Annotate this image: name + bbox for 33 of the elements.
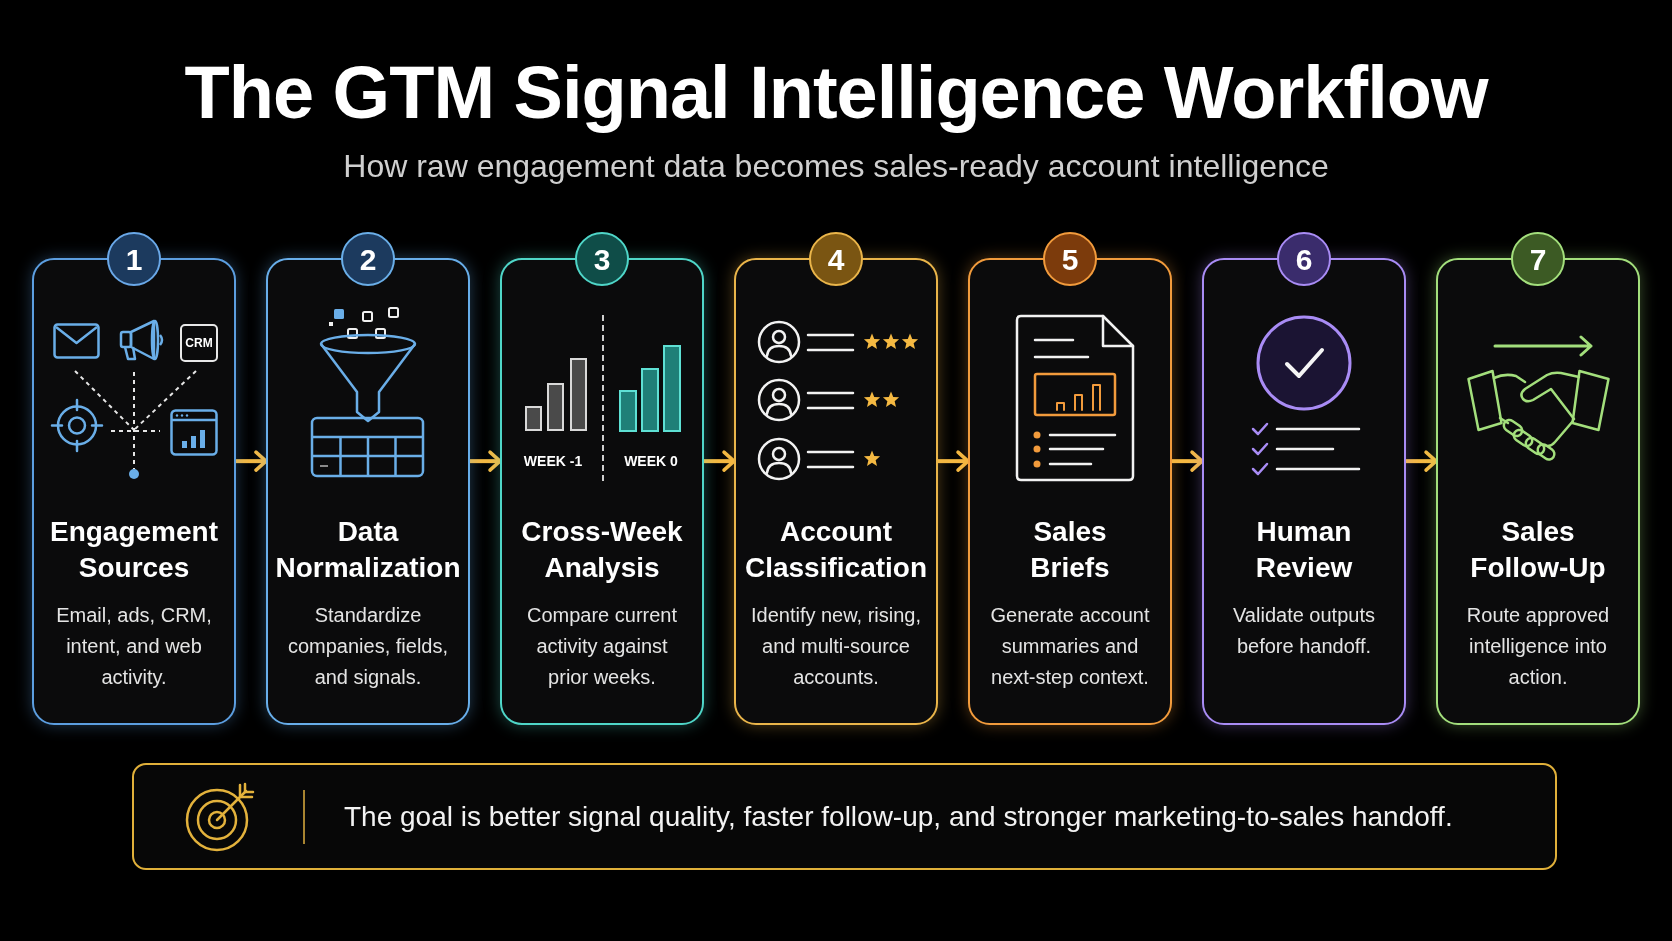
step-title: Account Classification xyxy=(743,515,929,585)
step-description: Compare current activity against prior weeks. xyxy=(525,603,679,690)
arrow xyxy=(1406,450,1438,472)
step-title: Sales Follow-Up xyxy=(1469,515,1607,585)
step-number-badge: 7 xyxy=(1511,232,1565,286)
step-number-badge: 1 xyxy=(107,232,161,286)
goal-banner xyxy=(132,763,1557,870)
arrow xyxy=(1172,450,1204,472)
step-title: Sales Briefs xyxy=(1029,515,1111,585)
arrow xyxy=(470,450,502,472)
step-description: Standardize companies, fields, and signals. xyxy=(286,603,450,690)
crm-tag: CRM xyxy=(180,324,218,362)
arrow xyxy=(704,450,736,472)
step-description: Generate account summaries and next-step context. xyxy=(989,603,1151,690)
step-title: Cross-Week Analysis xyxy=(520,515,684,585)
step-number-badge: 4 xyxy=(809,232,863,286)
step-number-badge: 6 xyxy=(1277,232,1331,286)
step-description: Identify new, rising, and multi-source accounts. xyxy=(749,603,923,690)
step-description: Validate outputs before handoff. xyxy=(1232,603,1376,659)
step-number-badge: 2 xyxy=(341,232,395,286)
step-description: Route approved intelligence into action. xyxy=(1465,603,1611,690)
step-title: Engagement Sources xyxy=(49,515,219,585)
step-number-badge: 3 xyxy=(575,232,629,286)
step-title: Human Review xyxy=(1254,515,1354,585)
step-description: Email, ads, CRM, intent, and web activity. xyxy=(55,603,213,690)
step-title: Data Normalization xyxy=(274,515,462,585)
arrow xyxy=(938,450,970,472)
week-label: WEEK -1 xyxy=(522,452,584,471)
step-number-badge: 5 xyxy=(1043,232,1097,286)
goal-statement: The goal is better signal quality, faster follow-up, and stronger marketing-to-sales handoff. xyxy=(344,799,1453,834)
week-label: WEEK 0 xyxy=(623,452,679,471)
arrow xyxy=(236,450,268,472)
subtitle: How raw engagement data becomes sales-ready account intelligence xyxy=(343,150,1329,182)
